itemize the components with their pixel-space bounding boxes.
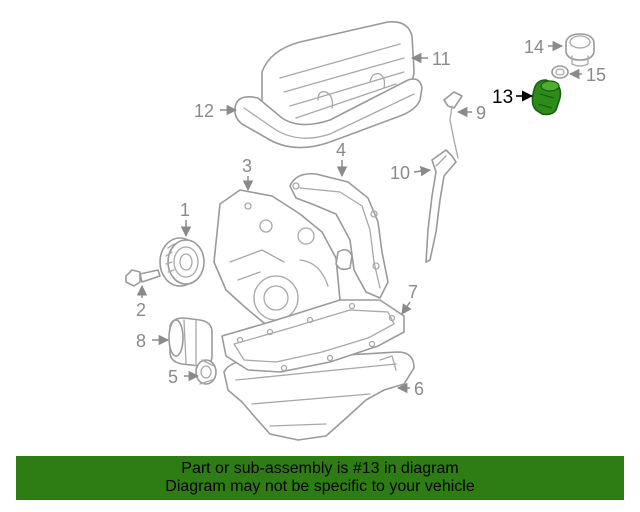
filler-cap-seal [551, 65, 569, 79]
callout-6: 6 [414, 379, 424, 399]
callout-15: 15 [586, 65, 606, 85]
callout-9: 9 [476, 103, 486, 123]
dipstick-tube [425, 149, 457, 263]
callout-5: 5 [168, 367, 178, 387]
callout-3: 3 [242, 156, 252, 176]
oil-filler-tube-highlighted[interactable] [531, 79, 562, 116]
callout-13: 13 [492, 87, 513, 108]
callout-4: 4 [336, 140, 346, 160]
valve-cover-gasket [234, 78, 423, 149]
timing-cover-gasket [289, 172, 389, 299]
crankshaft-pulley [159, 237, 205, 287]
notice-line-2: Diagram may not be specific to your vehi… [165, 478, 475, 495]
dipstick [443, 91, 463, 159]
callout-10: 10 [390, 163, 410, 183]
callout-11: 11 [432, 49, 451, 69]
callout-8: 8 [136, 331, 146, 351]
callout-2: 2 [136, 300, 146, 320]
pulley-bolt [125, 269, 161, 287]
engine-parts-diagram: 1 2 3 4 5 6 7 8 9 10 11 12 13 14 15 [125, 20, 606, 441]
notice-line-1: Part or sub-assembly is #13 in diagram [181, 460, 459, 477]
drain-plug [195, 359, 217, 385]
callout-7: 7 [408, 282, 418, 302]
oil-pan-gasket [221, 299, 405, 373]
callout-1: 1 [180, 200, 190, 220]
oil-filler-cap [565, 33, 595, 67]
notice-banner: Part or sub-assembly is #13 in diagram D… [16, 456, 624, 500]
leader-10 [413, 165, 432, 177]
oil-filter [168, 317, 213, 367]
callout-14: 14 [524, 37, 544, 57]
leader-7 [401, 301, 412, 315]
callout-12: 12 [194, 101, 214, 121]
